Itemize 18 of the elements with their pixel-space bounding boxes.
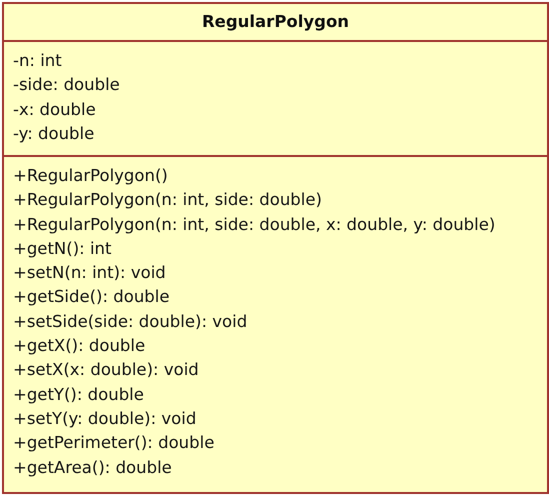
operation-text: +getN(): int (13, 238, 112, 260)
operation-text: +setX(x: double): void (13, 359, 199, 382)
operation-text: +RegularPolygon() (13, 165, 168, 187)
operation-text: +setSide(side: double): void (13, 310, 248, 333)
operation-text: +getX(): double (13, 335, 146, 358)
attribute-text: -n: int (13, 50, 62, 72)
attribute-text: -y: double (13, 122, 94, 145)
operation-text: +getArea(): double (13, 456, 172, 479)
attribute-text: -x: double (13, 98, 96, 121)
operation-text: +getY(): double (13, 384, 144, 406)
operation-text: +setY(y: double): void (13, 408, 196, 430)
operation-text: +getSide(): double (13, 286, 170, 308)
operation-text: +RegularPolygon(n: int, side: double, x: double, y: double) (13, 214, 496, 236)
class-name: RegularPolygon (202, 12, 350, 32)
operation-text: +setN(n: int): void (13, 262, 166, 284)
operation-text: +RegularPolygon(n: int, side: double) (13, 189, 322, 212)
operation-text: +getPerimeter(): double (13, 432, 214, 454)
attribute-text: -side: double (13, 74, 120, 96)
